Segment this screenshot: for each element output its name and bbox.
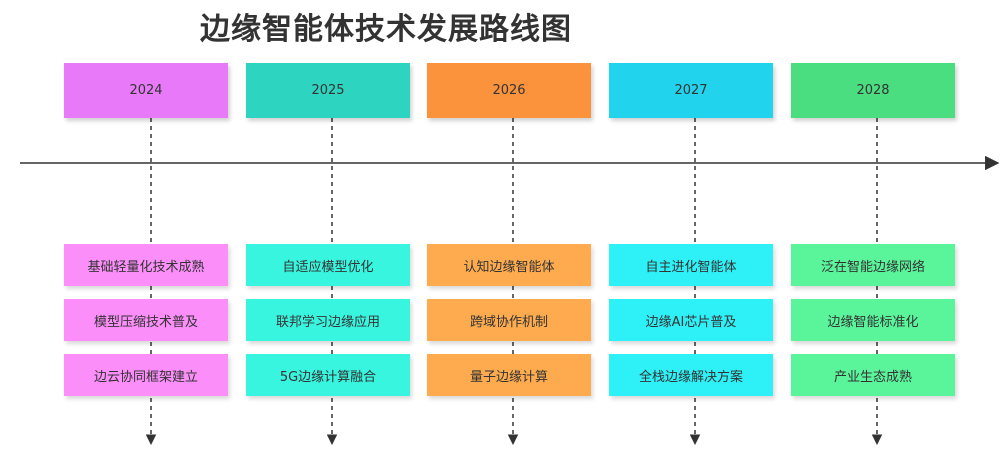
milestone-item: 5G边缘计算融合 xyxy=(246,354,410,396)
diagram-title: 边缘智能体技术发展路线图 xyxy=(200,12,572,47)
column-2027: 2027 自主进化智能体 边缘AI芯片普及 全栈边缘解决方案 xyxy=(609,0,773,459)
milestone-item: 自适应模型优化 xyxy=(246,244,410,286)
year-box-2025: 2025 xyxy=(246,63,410,118)
year-box-2026: 2026 xyxy=(427,63,591,118)
year-box-2024: 2024 xyxy=(64,63,228,118)
column-2025: 2025 自适应模型优化 联邦学习边缘应用 5G边缘计算融合 xyxy=(246,0,410,459)
milestone-item: 自主进化智能体 xyxy=(609,244,773,286)
milestone-item: 边缘智能标准化 xyxy=(791,299,955,341)
year-box-2027: 2027 xyxy=(609,63,773,118)
milestone-item: 联邦学习边缘应用 xyxy=(246,299,410,341)
milestone-item: 模型压缩技术普及 xyxy=(64,299,228,341)
column-2028: 2028 泛在智能边缘网络 边缘智能标准化 产业生态成熟 xyxy=(791,0,955,459)
milestone-item: 跨域协作机制 xyxy=(427,299,591,341)
milestone-item: 认知边缘智能体 xyxy=(427,244,591,286)
column-2024: 2024 基础轻量化技术成熟 模型压缩技术普及 边云协同框架建立 xyxy=(64,0,228,459)
milestone-item: 基础轻量化技术成熟 xyxy=(64,244,228,286)
milestone-item: 全栈边缘解决方案 xyxy=(609,354,773,396)
column-2026: 2026 认知边缘智能体 跨域协作机制 量子边缘计算 xyxy=(427,0,591,459)
year-box-2028: 2028 xyxy=(791,63,955,118)
milestone-item: 边缘AI芯片普及 xyxy=(609,299,773,341)
milestone-item: 泛在智能边缘网络 xyxy=(791,244,955,286)
milestone-item: 量子边缘计算 xyxy=(427,354,591,396)
milestone-item: 产业生态成熟 xyxy=(791,354,955,396)
milestone-item: 边云协同框架建立 xyxy=(64,354,228,396)
